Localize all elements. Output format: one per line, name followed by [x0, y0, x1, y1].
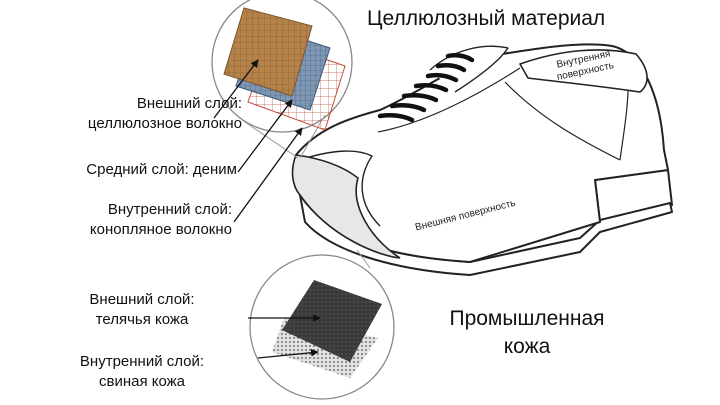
shoe [295, 43, 673, 276]
label-line: Средний слой: деним [86, 161, 237, 178]
label-line: целлюлозное волокно [87, 115, 242, 133]
leather-layer-outer-label: Внешний слой: телячья кожа [62, 290, 222, 331]
leather-title: Промышленная кожа [420, 305, 634, 362]
cellulose-layer-inner-label: Внутренний слой: конопляное волокно [90, 200, 232, 241]
label-line: Внутренний слой: [107, 201, 232, 218]
label-line: Внешний слой: [136, 95, 242, 112]
cellulose-layer-outer-label: Внешний слой: целлюлозное волокно [88, 94, 242, 135]
label-line: конопляное волокно [89, 221, 232, 239]
label-line: телячья кожа [95, 311, 189, 329]
cellulose-layer-middle-label: Средний слой: деним [86, 160, 237, 180]
leather-layer-inner-label: Внутренний слой: свиная кожа [62, 352, 222, 393]
label-line: свиная кожа [98, 373, 186, 391]
leather-title-line2: кожа [503, 335, 551, 359]
label-line: Внешний слой: [89, 291, 195, 308]
leather-title-line1: Промышленная [449, 307, 605, 330]
cellulose-magnifier [211, 0, 353, 159]
leather-magnifier [249, 249, 395, 400]
pointer-arrows [213, 59, 321, 359]
cellulose-title: Целлюлозный материал [367, 7, 606, 30]
label-line: Внутренний слой: [79, 353, 205, 370]
toe-cutaway [291, 154, 401, 259]
laces [377, 52, 475, 123]
